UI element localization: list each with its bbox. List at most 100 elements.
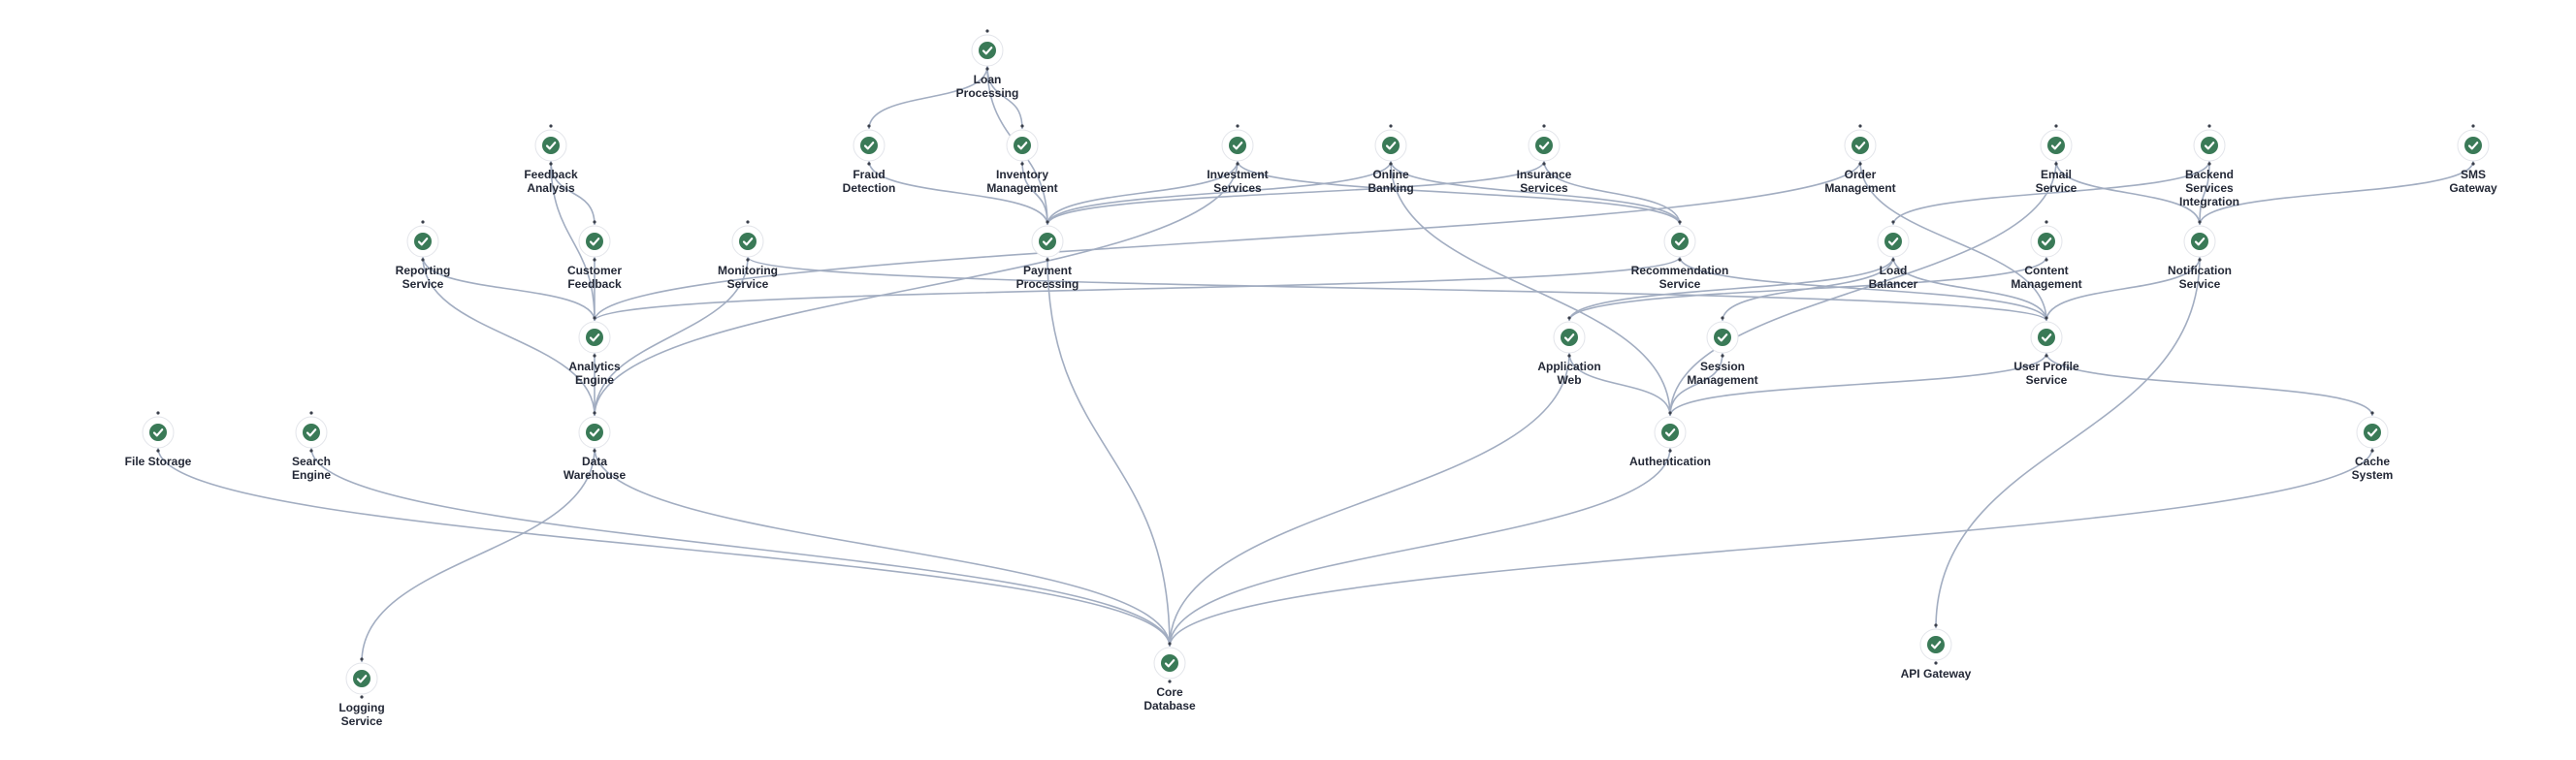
target-handle[interactable]	[2207, 124, 2211, 128]
source-handle[interactable]	[549, 162, 553, 166]
target-handle[interactable]	[1236, 124, 1240, 128]
source-handle[interactable]	[2198, 258, 2202, 262]
target-handle[interactable]	[549, 124, 553, 128]
source-handle[interactable]	[1858, 162, 1862, 166]
source-handle[interactable]	[2207, 162, 2211, 166]
node-api-gateway[interactable]: API Gateway	[1901, 623, 1972, 681]
source-handle[interactable]	[2045, 354, 2048, 358]
target-handle[interactable]	[746, 220, 750, 224]
node-label: Processing	[956, 86, 1019, 100]
target-handle[interactable]	[1678, 220, 1682, 224]
source-handle[interactable]	[2370, 449, 2374, 453]
target-handle[interactable]	[1046, 220, 1049, 224]
target-handle[interactable]	[1891, 220, 1895, 224]
source-handle[interactable]	[1168, 680, 1172, 683]
target-handle[interactable]	[985, 29, 989, 33]
edge-investment-services-to-data-warehouse	[594, 160, 1239, 417]
source-handle[interactable]	[1020, 162, 1024, 166]
target-handle[interactable]	[1542, 124, 1546, 128]
target-handle[interactable]	[1858, 124, 1862, 128]
source-handle[interactable]	[360, 695, 364, 699]
target-handle[interactable]	[2471, 124, 2475, 128]
target-handle[interactable]	[1668, 411, 1672, 415]
source-handle[interactable]	[309, 449, 313, 453]
source-handle[interactable]	[1678, 258, 1682, 262]
node-file-storage[interactable]: File Storage	[125, 411, 192, 468]
source-handle[interactable]	[593, 258, 596, 262]
source-handle[interactable]	[593, 449, 596, 453]
source-handle[interactable]	[985, 67, 989, 71]
node-label: Services	[1520, 181, 1568, 195]
target-handle[interactable]	[593, 316, 596, 320]
source-handle[interactable]	[867, 162, 871, 166]
source-handle[interactable]	[2054, 162, 2058, 166]
target-handle[interactable]	[1168, 642, 1172, 646]
source-handle[interactable]	[2045, 258, 2048, 262]
target-handle[interactable]	[2054, 124, 2058, 128]
target-handle[interactable]	[2045, 220, 2048, 224]
source-handle[interactable]	[746, 258, 750, 262]
target-handle[interactable]	[421, 220, 425, 224]
target-handle[interactable]	[2045, 316, 2048, 320]
source-handle[interactable]	[1891, 258, 1895, 262]
target-handle[interactable]	[2198, 220, 2202, 224]
node-label: Management	[1824, 181, 1895, 195]
target-handle[interactable]	[593, 411, 596, 415]
source-handle[interactable]	[1236, 162, 1240, 166]
target-handle[interactable]	[1934, 623, 1938, 627]
source-handle[interactable]	[1721, 354, 1724, 358]
source-handle[interactable]	[593, 354, 596, 358]
source-handle[interactable]	[2471, 162, 2475, 166]
source-handle[interactable]	[1046, 258, 1049, 262]
source-handle[interactable]	[1389, 162, 1393, 166]
target-handle[interactable]	[156, 411, 160, 415]
target-handle[interactable]	[1020, 124, 1024, 128]
node-authentication[interactable]: Authentication	[1629, 411, 1711, 468]
source-handle[interactable]	[156, 449, 160, 453]
target-handle[interactable]	[1567, 316, 1571, 320]
source-handle[interactable]	[1542, 162, 1546, 166]
edge-application-web-to-authentication	[1568, 352, 1671, 417]
check-icon	[545, 142, 557, 150]
source-handle[interactable]	[421, 258, 425, 262]
source-handle[interactable]	[1668, 449, 1672, 453]
node-label: Services	[2185, 181, 2234, 195]
target-handle[interactable]	[309, 411, 313, 415]
target-handle[interactable]	[867, 124, 871, 128]
target-handle[interactable]	[360, 657, 364, 661]
target-handle[interactable]	[1721, 316, 1724, 320]
source-handle[interactable]	[1934, 661, 1938, 665]
target-handle[interactable]	[1389, 124, 1393, 128]
source-handle[interactable]	[1567, 354, 1571, 358]
target-handle[interactable]	[2370, 411, 2374, 415]
target-handle[interactable]	[593, 220, 596, 224]
